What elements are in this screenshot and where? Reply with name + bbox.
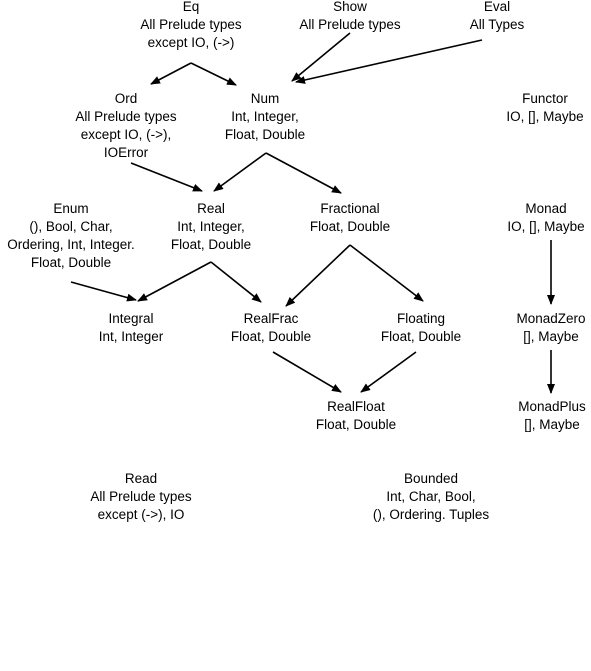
instance-types: All Prelude types [75,109,177,124]
class-name: Eq [182,0,200,14]
edge-fractional-to-realfrac [285,244,351,307]
instance-types: All Prelude types [140,17,242,32]
edge-realfrac-to-realfloat [272,351,342,393]
edge-real-to-realfrac [210,261,262,303]
instance-types: Float, Double [30,255,112,270]
class-name: Floating [396,311,446,326]
edge-real-to-integral [137,261,212,302]
instance-types: Int, Integer, [231,109,299,124]
edge-eq-to-ord [150,62,192,85]
class-name: Real [197,201,225,216]
class-name: Enum [53,201,89,216]
edge-num-to-fractional [265,152,342,194]
instance-types: Float, Double [309,219,391,234]
instance-types: Float, Double [224,127,306,142]
instance-types: IO, [], Maybe [507,219,585,234]
class-name: MonadPlus [518,399,586,414]
instance-types: IOError [103,145,149,160]
edge-eval-to-num [295,39,483,84]
instance-types: [], Maybe [524,417,580,432]
class-name: Integral [108,311,154,326]
edge-num-to-real [213,152,267,192]
edge-eq-to-num [190,62,237,86]
edge-show-to-num [291,32,351,82]
class-name: MonadZero [516,311,586,326]
instance-types: Float, Double [230,329,312,344]
instance-types: Int, Integer, [177,219,245,234]
class-node-monadzero: MonadZero [], Maybe [516,310,585,346]
class-name: Read [124,471,158,486]
class-name: Functor [522,91,568,106]
instance-types: [], Maybe [523,329,579,344]
edge-fractional-to-floating [349,244,424,302]
instance-types: except IO, (->) [147,35,235,50]
instance-types: Int, Integer [98,329,164,344]
class-name: RealFloat [327,399,385,414]
class-node-enum: Enum (), Bool, Char, Ordering, Int, Intege… [7,200,135,272]
class-name: Eval [483,0,511,14]
instance-types: All Prelude types [299,17,401,32]
instance-types: (), Ordering. Tuples [372,507,490,522]
class-name: Monad [525,201,567,216]
instance-types: Ordering, Int, Integer. [7,237,135,252]
edge-floating-to-realfloat [360,351,417,393]
instance-types: IO, [], Maybe [506,109,584,124]
class-name: Fractional [320,201,380,216]
instance-types: Float, Double [170,237,252,252]
edge-ord-to-real [130,162,203,192]
class-node-monadplus: MonadPlus [], Maybe [518,398,586,434]
edge-enum-to-integral [70,281,137,302]
class-name: Ord [114,91,138,106]
instance-types: except (->), IO [97,507,185,522]
instance-types: (), Bool, Char, [29,219,113,234]
instance-types: All Types [469,17,525,32]
class-name: Bounded [403,471,459,486]
instance-types: Int, Char, Bool, [386,489,476,504]
class-name: Num [250,91,280,106]
instance-types: Float, Double [380,329,462,344]
instance-types: Float, Double [315,417,397,432]
class-name: RealFrac [243,311,299,326]
instance-types: All Prelude types [90,489,192,504]
class-name: Show [333,0,367,14]
instance-types: except IO, (->), [80,127,172,142]
